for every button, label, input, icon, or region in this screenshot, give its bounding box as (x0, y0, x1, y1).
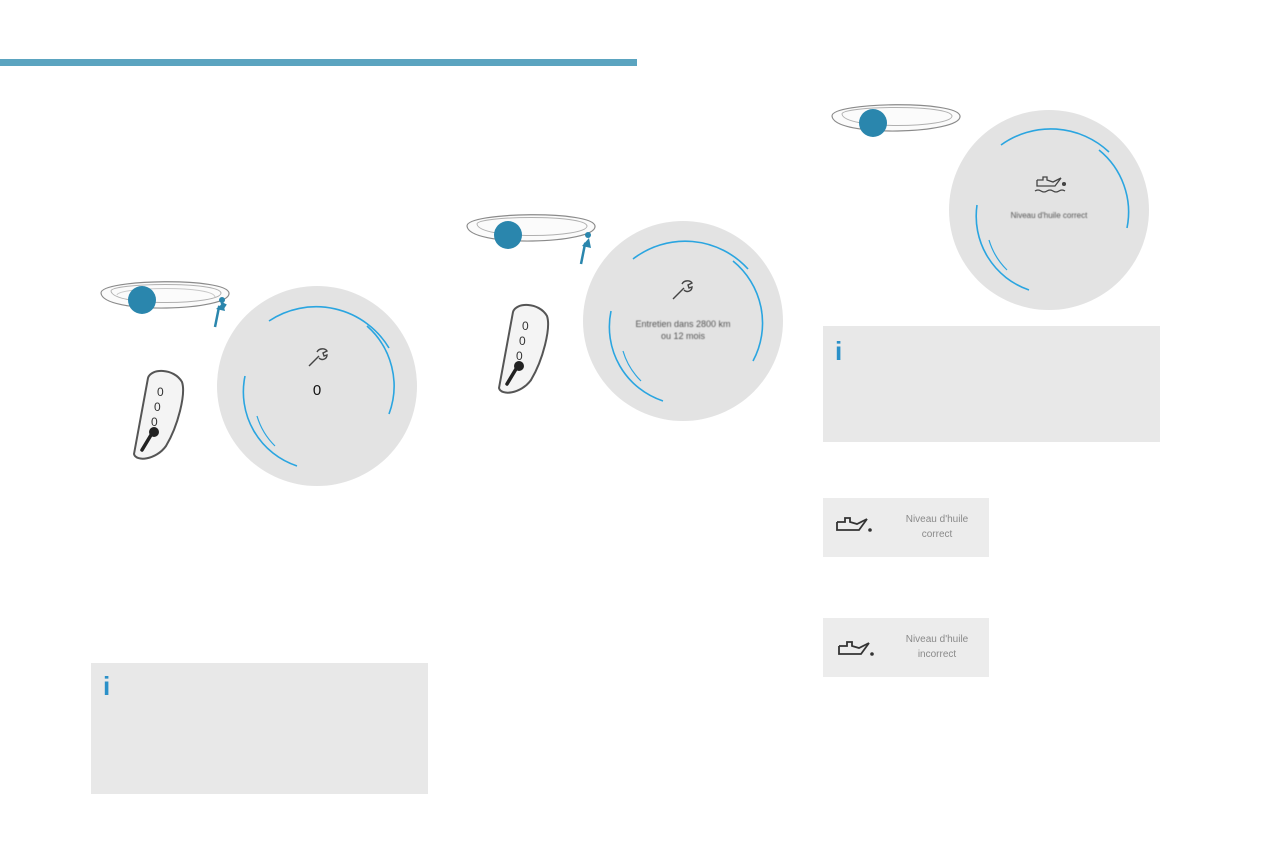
button-digit: 0 (151, 415, 158, 429)
oil-can-icon (838, 641, 874, 656)
instrument-gauge-3: Niveau d'huile correct (949, 110, 1149, 310)
stalk-button-2 (494, 221, 522, 249)
info-panel-2: i (823, 326, 1160, 442)
dashboard-stalk-1 (100, 281, 230, 328)
oil-indicator-incorrect: Niveau d'huile incorrect (823, 618, 989, 677)
button-digit: 0 (522, 319, 529, 333)
stalk-button-3 (859, 109, 887, 137)
oil-correct-line1: Niveau d'huile (905, 514, 969, 525)
button-digit: 0 (516, 349, 523, 363)
odometer-value: 0 (312, 382, 322, 399)
oil-indicator-correct: Niveau d'huile correct (823, 498, 989, 557)
oil-level-message: Niveau d'huile correct (1010, 211, 1088, 220)
info-icon: i (103, 671, 111, 701)
button-digit: 0 (519, 334, 526, 348)
instrument-gauge-1: 0 (217, 286, 417, 486)
reset-button-1[interactable]: 0 0 0 (126, 366, 188, 462)
service-message-line1: Entretien dans 2800 km (635, 319, 731, 329)
wrench-icon (308, 348, 329, 367)
stalk-button-1 (128, 286, 156, 314)
oil-incorrect-line2: incorrect (917, 649, 957, 660)
dashboard-stalk-2 (466, 214, 596, 265)
service-message-line2: ou 12 mois (660, 331, 706, 341)
reset-button-shape (132, 370, 184, 460)
dashboard-stalk-3 (831, 104, 961, 137)
reset-button-2[interactable]: 0 0 0 (491, 300, 553, 396)
button-digit: 0 (154, 400, 161, 414)
oil-incorrect-line1: Niveau d'huile (905, 634, 969, 645)
info-icon: i (835, 336, 843, 366)
reset-button-shape (497, 304, 549, 394)
oil-can-icon (836, 517, 872, 532)
button-digit: 0 (157, 385, 164, 399)
oil-level-icon (1034, 176, 1067, 193)
oil-correct-line2: correct (921, 529, 953, 540)
header-rule (0, 59, 637, 66)
wrench-icon (672, 280, 694, 300)
info-panel-1: i (91, 663, 428, 794)
instrument-gauge-2: Entretien dans 2800 km ou 12 mois (583, 221, 783, 421)
